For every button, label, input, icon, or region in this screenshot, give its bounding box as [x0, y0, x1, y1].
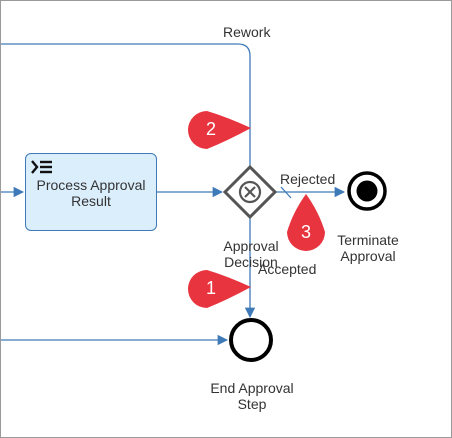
- callout-marker-2: [188, 111, 251, 149]
- exclusive-gateway-x-icon: [238, 180, 262, 204]
- callout-marker-3: [287, 194, 325, 251]
- gateway-label: Approval Decision: [223, 238, 279, 270]
- end-approval-step-event[interactable]: [229, 318, 273, 362]
- terminate-approval-event[interactable]: [347, 171, 387, 211]
- process-approval-result-task[interactable]: Process Approval Result: [25, 153, 157, 231]
- task-label: Process Approval Result: [36, 177, 146, 209]
- callout-marker-1: [187, 269, 251, 308]
- end-event-label: End Approval Step: [210, 380, 294, 412]
- callout-number-3: 3: [300, 222, 311, 242]
- default-flow-slash: [280, 186, 292, 199]
- rework-label: Rework: [223, 24, 271, 40]
- approval-decision-gateway[interactable]: [222, 164, 278, 220]
- rework-flow[interactable]: [1, 43, 251, 167]
- callout-number-2: 2: [205, 119, 216, 139]
- accepted-label: Accepted: [258, 261, 317, 277]
- business-rule-icon: [31, 160, 52, 174]
- rejected-label: Rejected: [280, 171, 336, 187]
- callout-number-1: 1: [205, 278, 216, 298]
- terminate-event-label: Terminate Approval: [337, 232, 399, 264]
